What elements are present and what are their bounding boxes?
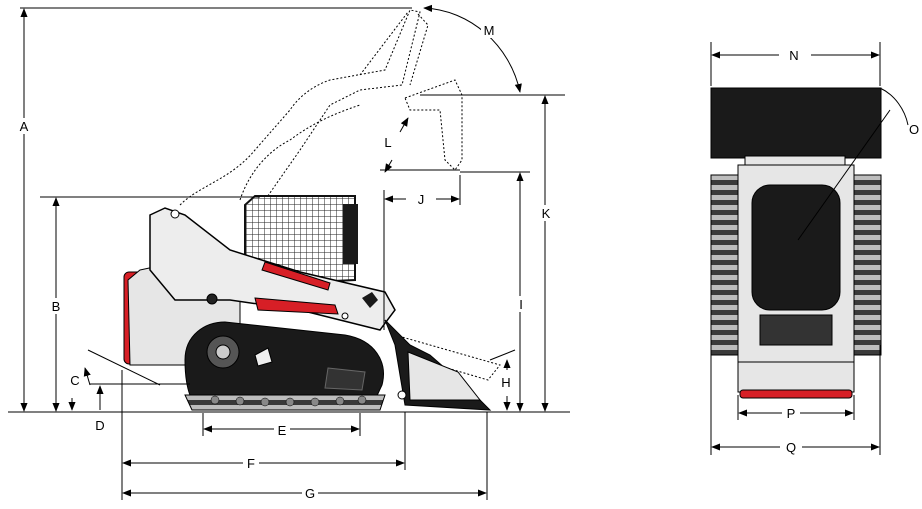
cab-side-post [343,204,358,264]
dimension-L: L [380,117,460,173]
label-L: L [384,135,391,150]
label-I: I [519,297,523,312]
top-view: N O P Q [710,42,919,455]
logo-mark [362,292,378,308]
label-F: F [247,456,255,471]
dimension-K: K [420,94,565,412]
raised-lift-arm-outline [179,9,501,381]
dimension-B: B [40,196,260,412]
rear-red-bumper [739,389,853,399]
red-stripe [254,297,339,315]
loader-machine [123,195,492,411]
dimension-J: J [383,175,461,330]
label-B: B [52,299,61,314]
dimension-F: F [121,370,406,471]
label-C: C [70,373,79,388]
cab-top [751,184,841,311]
label-G: G [305,486,315,501]
side-view: A B C D E [8,4,570,501]
label-E: E [278,423,287,438]
dimension-H: H [489,349,516,411]
upper-red-stripe [261,261,331,291]
dimension-P: P [737,395,855,421]
dimension-D: D [68,383,190,433]
label-P: P [787,406,796,421]
dimension-Q: Q [710,345,881,455]
right-track [850,174,882,356]
dimension-E: E [202,413,361,438]
dimension-M: M [423,4,522,93]
label-O: O [909,122,919,137]
label-A: A [20,119,29,134]
dimension-A: A [16,7,412,412]
label-K: K [542,206,551,221]
label-J: J [418,192,425,207]
label-D: D [95,418,104,433]
dimension-I: I [460,171,530,412]
label-H: H [501,375,510,390]
label-N: N [789,48,798,63]
left-track [710,174,742,356]
dimension-C: C [70,349,161,388]
track-tread [184,394,386,411]
label-Q: Q [786,440,796,455]
dimension-N: N [710,42,881,86]
label-M: M [484,23,495,38]
engine-grille [759,314,833,346]
bucket-top [710,87,882,159]
dimension-G: G [121,412,488,501]
dimension-O: O [797,87,919,241]
